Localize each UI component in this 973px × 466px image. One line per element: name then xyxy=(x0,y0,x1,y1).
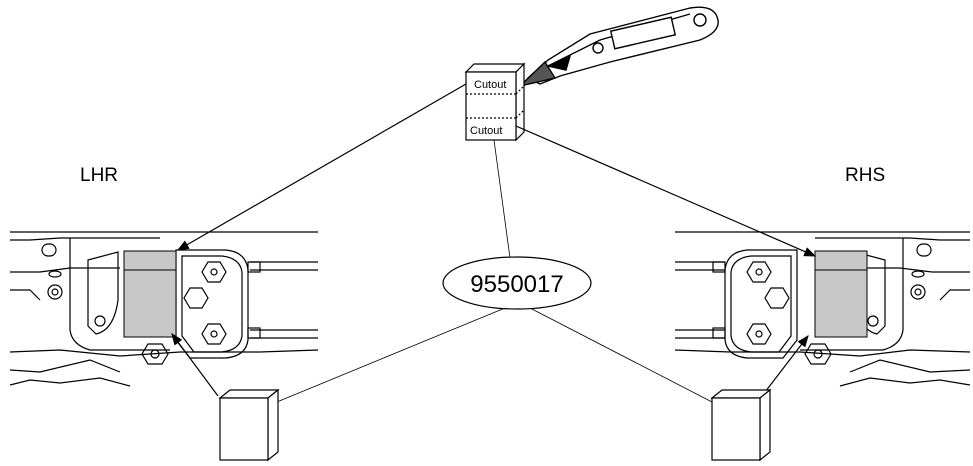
right-foam-block-installed xyxy=(814,250,868,338)
right-side-label: RHS xyxy=(845,165,885,186)
arrow-to-right-top xyxy=(515,125,817,257)
arrow-left-bottom xyxy=(171,333,219,397)
part-number-label: 9550017 xyxy=(470,271,563,298)
foam-block-left-icon xyxy=(218,388,280,462)
left-side-label: LHR xyxy=(80,165,118,186)
arrow-to-left-top xyxy=(176,83,467,251)
part-number-callout xyxy=(442,256,592,310)
left-bumper-assembly xyxy=(9,231,319,387)
leader-lines xyxy=(171,83,817,405)
cutout-top-label: Cutout xyxy=(474,79,506,91)
foam-block-right-icon xyxy=(710,388,772,462)
arrow-right-bottom xyxy=(761,335,809,397)
right-bumper-assembly xyxy=(674,231,971,387)
foam-block-with-cutouts xyxy=(464,62,526,142)
cutout-bottom-label: Cutout xyxy=(470,125,502,137)
utility-knife-icon xyxy=(517,6,719,88)
left-foam-block-installed xyxy=(123,250,177,338)
